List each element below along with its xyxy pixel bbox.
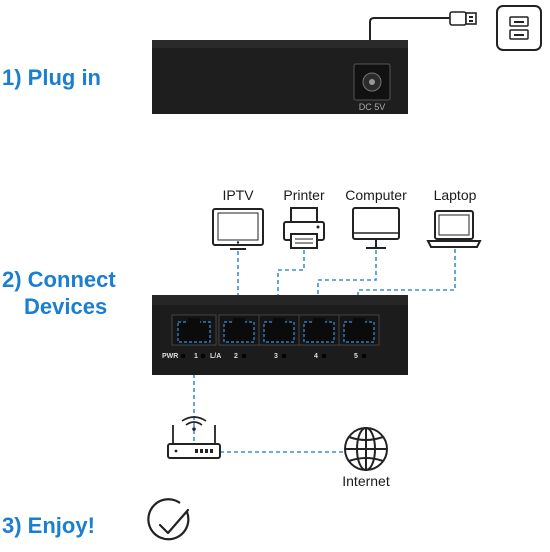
computer-label: Computer xyxy=(345,187,407,203)
printer-label: Printer xyxy=(283,187,325,203)
laptop-icon xyxy=(426,210,482,248)
router-icon xyxy=(167,416,221,459)
step-2-label-line2: Devices xyxy=(24,294,108,319)
iptv-label: IPTV xyxy=(222,187,254,203)
port2-label: 2 xyxy=(234,353,238,360)
port5-label: 5 xyxy=(354,353,358,360)
printer-icon xyxy=(283,207,325,249)
step-3-label: 3) Enjoy! xyxy=(2,513,95,538)
port-1 xyxy=(171,314,217,346)
usb-adapter-icon xyxy=(496,5,542,51)
port-2 xyxy=(218,314,260,346)
power-adapter: DC 5V xyxy=(152,40,408,114)
globe-icon xyxy=(344,427,388,471)
step-2-label-line1: 2) Connect xyxy=(2,267,116,292)
usb-plug-icon xyxy=(449,11,477,26)
port-3 xyxy=(258,314,300,346)
port-5 xyxy=(338,314,380,346)
usb-cable xyxy=(369,17,450,40)
port1-label: 1 xyxy=(194,353,198,360)
check-circle-icon xyxy=(147,498,190,541)
dc-label: DC 5V xyxy=(359,102,386,112)
port-4 xyxy=(298,314,340,346)
laptop-label: Laptop xyxy=(433,187,477,203)
internet-label: Internet xyxy=(342,473,390,489)
status-leds xyxy=(179,352,368,360)
link-label: L/A xyxy=(210,353,221,360)
monitor-icon xyxy=(352,207,400,249)
network-switch: PWR 1 L/A 2 3 4 5 xyxy=(152,295,408,375)
pwr-label: PWR xyxy=(162,353,178,360)
port4-label: 4 xyxy=(314,353,318,360)
port3-label: 3 xyxy=(274,353,278,360)
step-1-label: 1) Plug in xyxy=(2,65,101,90)
cable-computer xyxy=(317,250,377,326)
tv-icon xyxy=(212,208,264,250)
ethernet-ports xyxy=(171,314,380,346)
